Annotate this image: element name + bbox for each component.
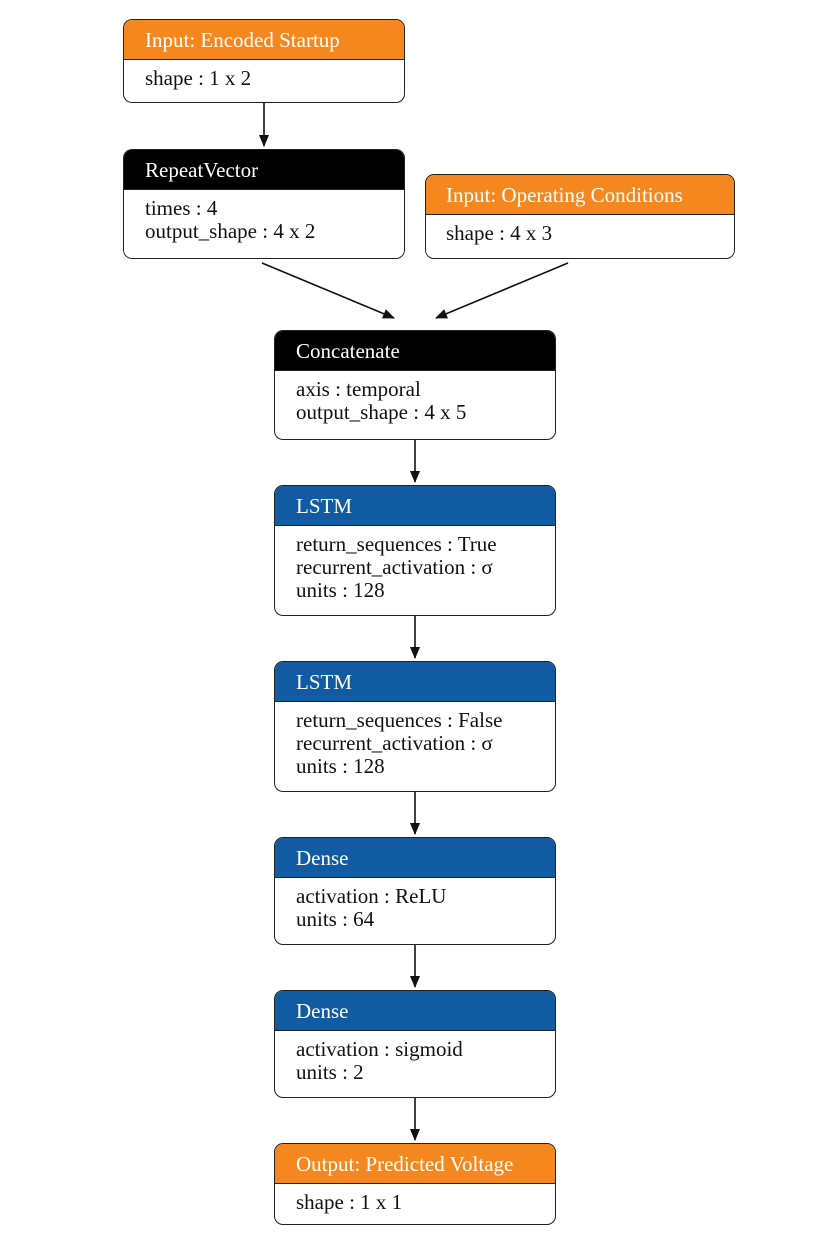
node-property: output_shape : 4 x 5 xyxy=(296,400,467,424)
node-properties: return_sequences : True recurrent_activa… xyxy=(275,526,555,602)
node-properties: axis : temporal output_shape : 4 x 5 xyxy=(275,371,555,424)
node-property: units : 128 xyxy=(296,754,385,778)
node-repeat-vector: RepeatVector times : 4 output_shape : 4 … xyxy=(123,149,405,259)
node-property: return_sequences : True xyxy=(296,532,497,556)
node-property: times : 4 xyxy=(145,196,218,220)
node-title: Dense xyxy=(275,991,555,1031)
node-properties: activation : ReLU units : 64 xyxy=(275,878,555,931)
node-property: units : 64 xyxy=(296,907,375,931)
node-properties: shape : 4 x 3 xyxy=(426,215,734,245)
node-property: recurrent_activation : σ xyxy=(296,731,493,755)
node-title: Output: Predicted Voltage xyxy=(275,1144,555,1184)
node-property: recurrent_activation : σ xyxy=(296,555,493,579)
node-title: LSTM xyxy=(275,486,555,526)
edge-arrow xyxy=(261,262,395,319)
node-properties: shape : 1 x 2 xyxy=(124,60,404,90)
node-property: shape : 1 x 2 xyxy=(145,66,252,90)
node-title: Dense xyxy=(275,838,555,878)
node-property: shape : 4 x 3 xyxy=(446,221,553,245)
node-property: output_shape : 4 x 2 xyxy=(145,219,316,243)
node-property: activation : sigmoid xyxy=(296,1037,463,1061)
node-input-operating-conditions: Input: Operating Conditions shape : 4 x … xyxy=(425,174,735,259)
node-input-encoded-startup: Input: Encoded Startup shape : 1 x 2 xyxy=(123,19,405,103)
node-concatenate: Concatenate axis : temporal output_shape… xyxy=(274,330,556,440)
node-title: RepeatVector xyxy=(124,150,404,190)
node-dense-1: Dense activation : ReLU units : 64 xyxy=(274,837,556,945)
node-title: Input: Operating Conditions xyxy=(426,175,734,215)
edge-arrow xyxy=(435,262,569,319)
node-property: units : 128 xyxy=(296,578,385,602)
node-property: activation : ReLU xyxy=(296,884,447,908)
node-title: LSTM xyxy=(275,662,555,702)
node-lstm-2: LSTM return_sequences : False recurrent_… xyxy=(274,661,556,792)
node-properties: times : 4 output_shape : 4 x 2 xyxy=(124,190,404,243)
node-properties: shape : 1 x 1 xyxy=(275,1184,555,1214)
node-property: units : 2 xyxy=(296,1060,364,1084)
node-title: Input: Encoded Startup xyxy=(124,20,404,60)
node-property: axis : temporal xyxy=(296,377,421,401)
node-output-predicted-voltage: Output: Predicted Voltage shape : 1 x 1 xyxy=(274,1143,556,1225)
node-properties: return_sequences : False recurrent_activ… xyxy=(275,702,555,778)
node-lstm-1: LSTM return_sequences : True recurrent_a… xyxy=(274,485,556,616)
node-title: Concatenate xyxy=(275,331,555,371)
node-dense-2: Dense activation : sigmoid units : 2 xyxy=(274,990,556,1098)
node-properties: activation : sigmoid units : 2 xyxy=(275,1031,555,1084)
node-property: return_sequences : False xyxy=(296,708,503,732)
node-property: shape : 1 x 1 xyxy=(296,1190,403,1214)
